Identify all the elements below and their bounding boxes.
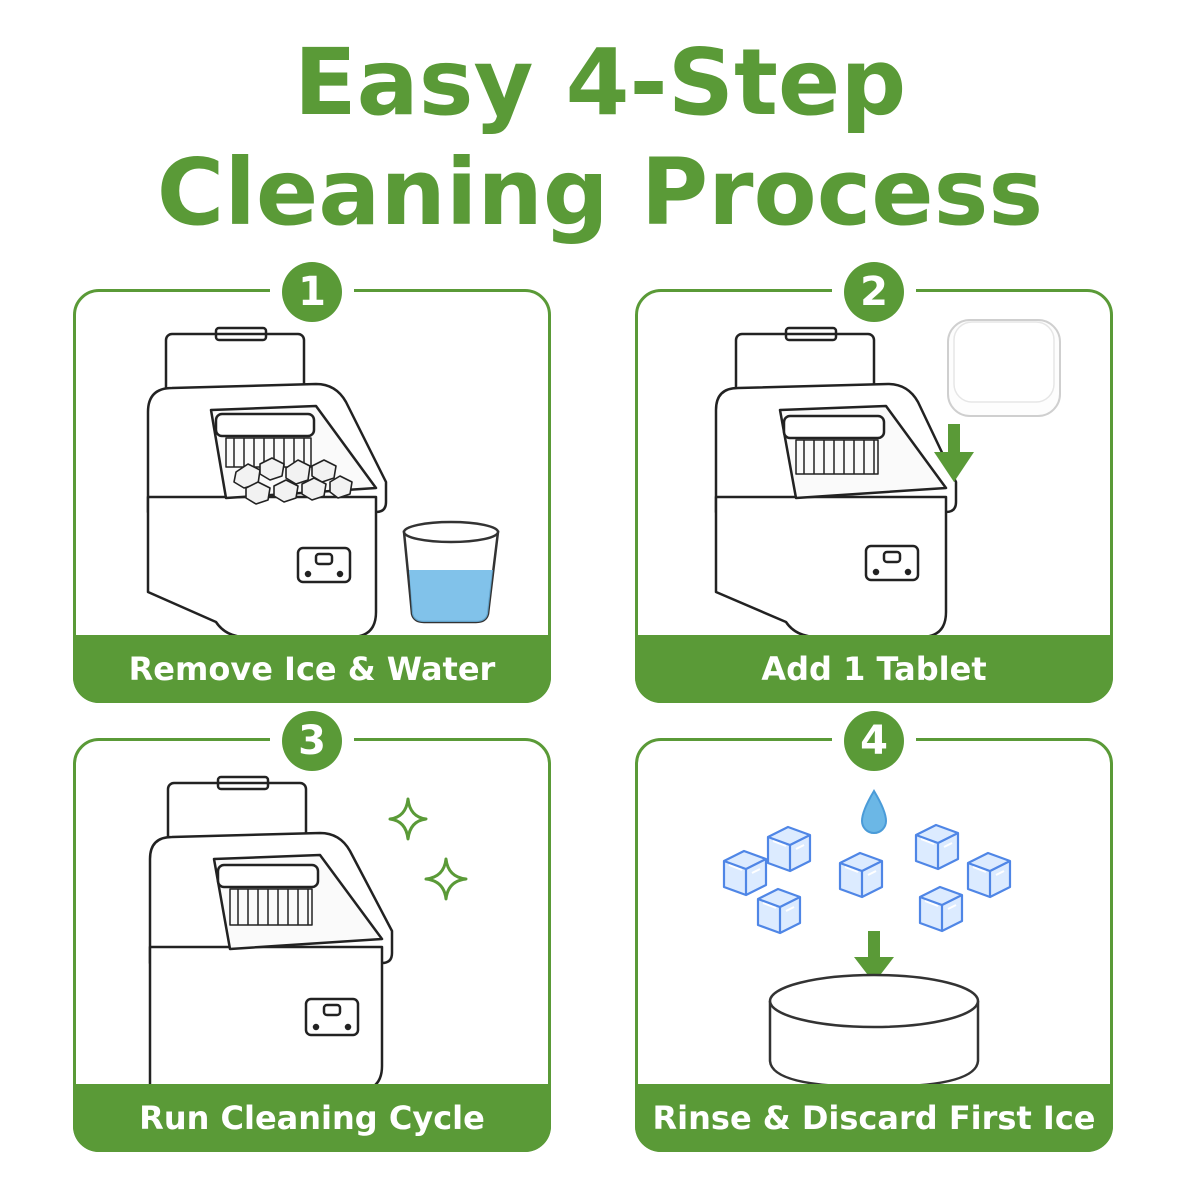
step-number-3: 3 — [282, 711, 342, 771]
bowl-icon — [768, 973, 980, 1089]
sparkle-icon — [388, 797, 468, 901]
step-card-3: 3 Run Cleaning Cycle — [73, 709, 551, 1152]
water-drop-icon — [860, 789, 888, 834]
ice-maker-icon — [148, 775, 394, 1091]
step-3-illustration — [148, 775, 468, 1091]
title-line-2: Cleaning Process — [156, 139, 1044, 246]
step-2-illustration — [714, 319, 1061, 639]
down-arrow-icon — [854, 931, 894, 983]
ice-maker-icon — [146, 326, 388, 639]
cleaning-tablet-icon — [947, 319, 1061, 417]
ice-cube-icon — [722, 823, 1012, 935]
water-cup-icon — [402, 520, 500, 624]
step-label-2: Add 1 Tablet — [635, 635, 1113, 703]
title-line-1: Easy 4-Step — [293, 29, 907, 136]
ice-maker-icon — [714, 326, 958, 639]
step-label-1: Remove Ice & Water — [73, 635, 551, 703]
step-card-2: 2 Add 1 Tablet — [635, 260, 1113, 703]
step-label-4: Rinse & Discard First Ice — [635, 1084, 1113, 1152]
page-title: Easy 4-Step Cleaning Process — [0, 28, 1200, 248]
step-label-3: Run Cleaning Cycle — [73, 1084, 551, 1152]
step-number-1: 1 — [282, 262, 342, 322]
step-number-2: 2 — [844, 262, 904, 322]
down-arrow-icon — [934, 424, 974, 482]
step-number-4: 4 — [844, 711, 904, 771]
step-card-1: 1 Remove Ice & Water — [73, 260, 551, 703]
step-card-4: 4 Rinse & Discard First Ice — [635, 709, 1113, 1152]
step-4-illustration — [722, 789, 1012, 1089]
step-1-illustration — [146, 326, 500, 639]
